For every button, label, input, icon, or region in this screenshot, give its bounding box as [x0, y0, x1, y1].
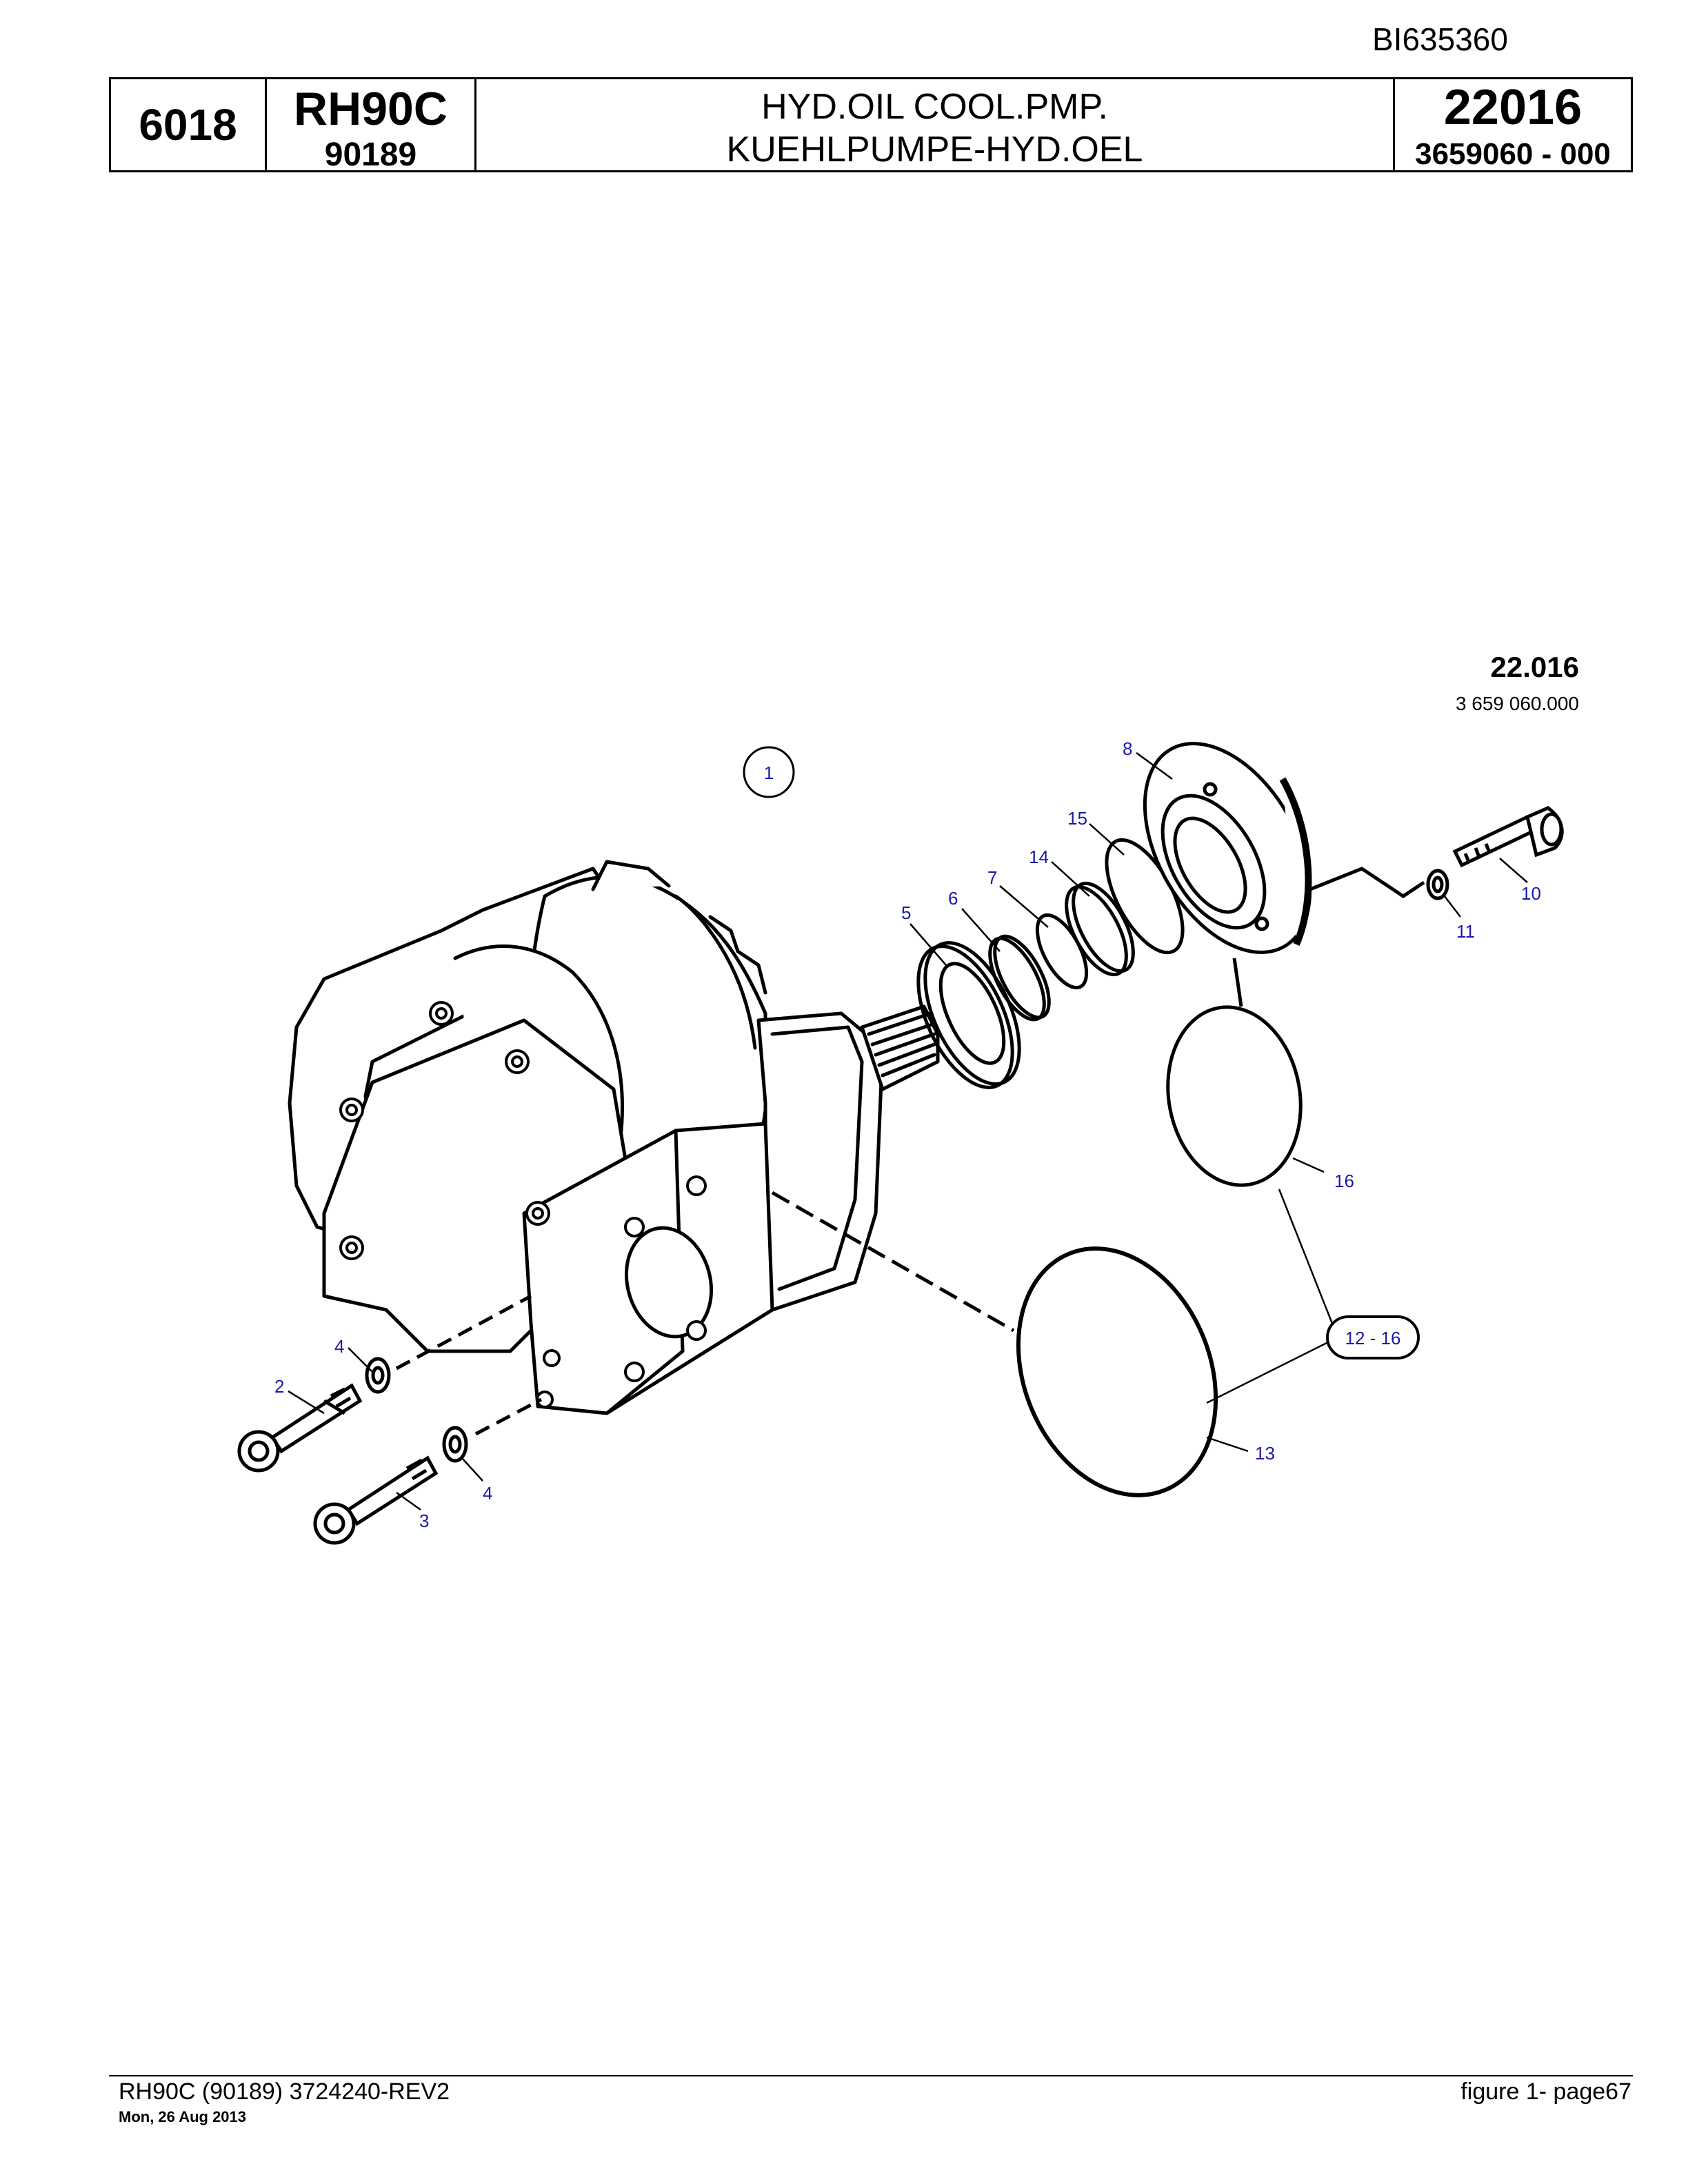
bolt-2-drawing — [237, 1357, 391, 1473]
header-part-number: 3659060 - 000 — [1415, 137, 1611, 171]
diagram-group-label: 22.016 — [1491, 651, 1579, 683]
callout-13: 13 — [1255, 1443, 1275, 1464]
assembly-line — [771, 1191, 1015, 1333]
bolt-3-drawing — [313, 1426, 468, 1545]
callout-11: 11 — [1456, 921, 1475, 942]
callout-4a: 4 — [334, 1336, 344, 1357]
header-group-number: 22016 — [1443, 80, 1582, 135]
header-title-en: HYD.OIL COOL.PMP. — [761, 87, 1108, 127]
o-ring-13-drawing — [1016, 1246, 1218, 1497]
footer-document-ref: RH90C (90189) 3724240-REV2 — [119, 2079, 450, 2105]
callout-leader-lines — [288, 751, 1528, 1511]
callout-5: 5 — [901, 902, 911, 923]
header-number-cell: 22016 3659060 - 000 — [1395, 79, 1631, 171]
header-title-de: KUEHLPUMPE-HYD.OEL — [726, 130, 1143, 170]
header-code: 6018 — [139, 100, 237, 150]
callout-1: 1 — [764, 762, 774, 783]
bolt-10-drawing — [1426, 806, 1564, 900]
kit-callout-box — [1326, 1315, 1420, 1359]
callout-4b: 4 — [483, 1483, 492, 1504]
pump-housing-drawing — [288, 860, 940, 1415]
callout-15: 15 — [1067, 808, 1087, 829]
header-title-cell: HYD.OIL COOL.PMP. KUEHLPUMPE-HYD.OEL — [476, 79, 1395, 170]
callout-16: 16 — [1334, 1171, 1354, 1191]
callout-6: 6 — [948, 888, 958, 909]
callout-2: 2 — [274, 1376, 284, 1397]
housing-bolt-holes — [339, 1001, 707, 1408]
header-model: RH90C — [294, 83, 448, 135]
callout-8: 8 — [1123, 738, 1132, 759]
callout-14: 14 — [1029, 847, 1049, 867]
callout-10: 10 — [1521, 883, 1541, 904]
footer-divider — [109, 2075, 1633, 2076]
callout-numbers: 1 5 6 7 14 15 8 10 11 16 13 2 4 3 4 12 -… — [274, 738, 1541, 1531]
flange-cover-drawing — [1143, 742, 1312, 954]
callout-7: 7 — [987, 867, 997, 888]
kit-callout-label: 12 - 16 — [1345, 1328, 1401, 1348]
header-model-cell: RH90C 90189 — [267, 79, 476, 173]
callout-1-circle — [743, 746, 795, 798]
diagram-part-label: 3 659 060.000 — [1456, 693, 1579, 714]
callout-3: 3 — [419, 1510, 429, 1531]
document-id: BI635360 — [1372, 21, 1508, 57]
header-table: 6018 RH90C 90189 HYD.OIL COOL.PMP. KUEHL… — [109, 77, 1633, 173]
seal-bearing-stack — [916, 838, 1185, 1089]
footer-date: Mon, 26 Aug 2013 — [119, 2108, 247, 2125]
o-ring-16-drawing — [1166, 1005, 1303, 1187]
footer-page-ref: figure 1- page67 — [1460, 2079, 1631, 2105]
header-model-number: 90189 — [324, 136, 417, 173]
header-code-cell: 6018 — [111, 79, 267, 170]
